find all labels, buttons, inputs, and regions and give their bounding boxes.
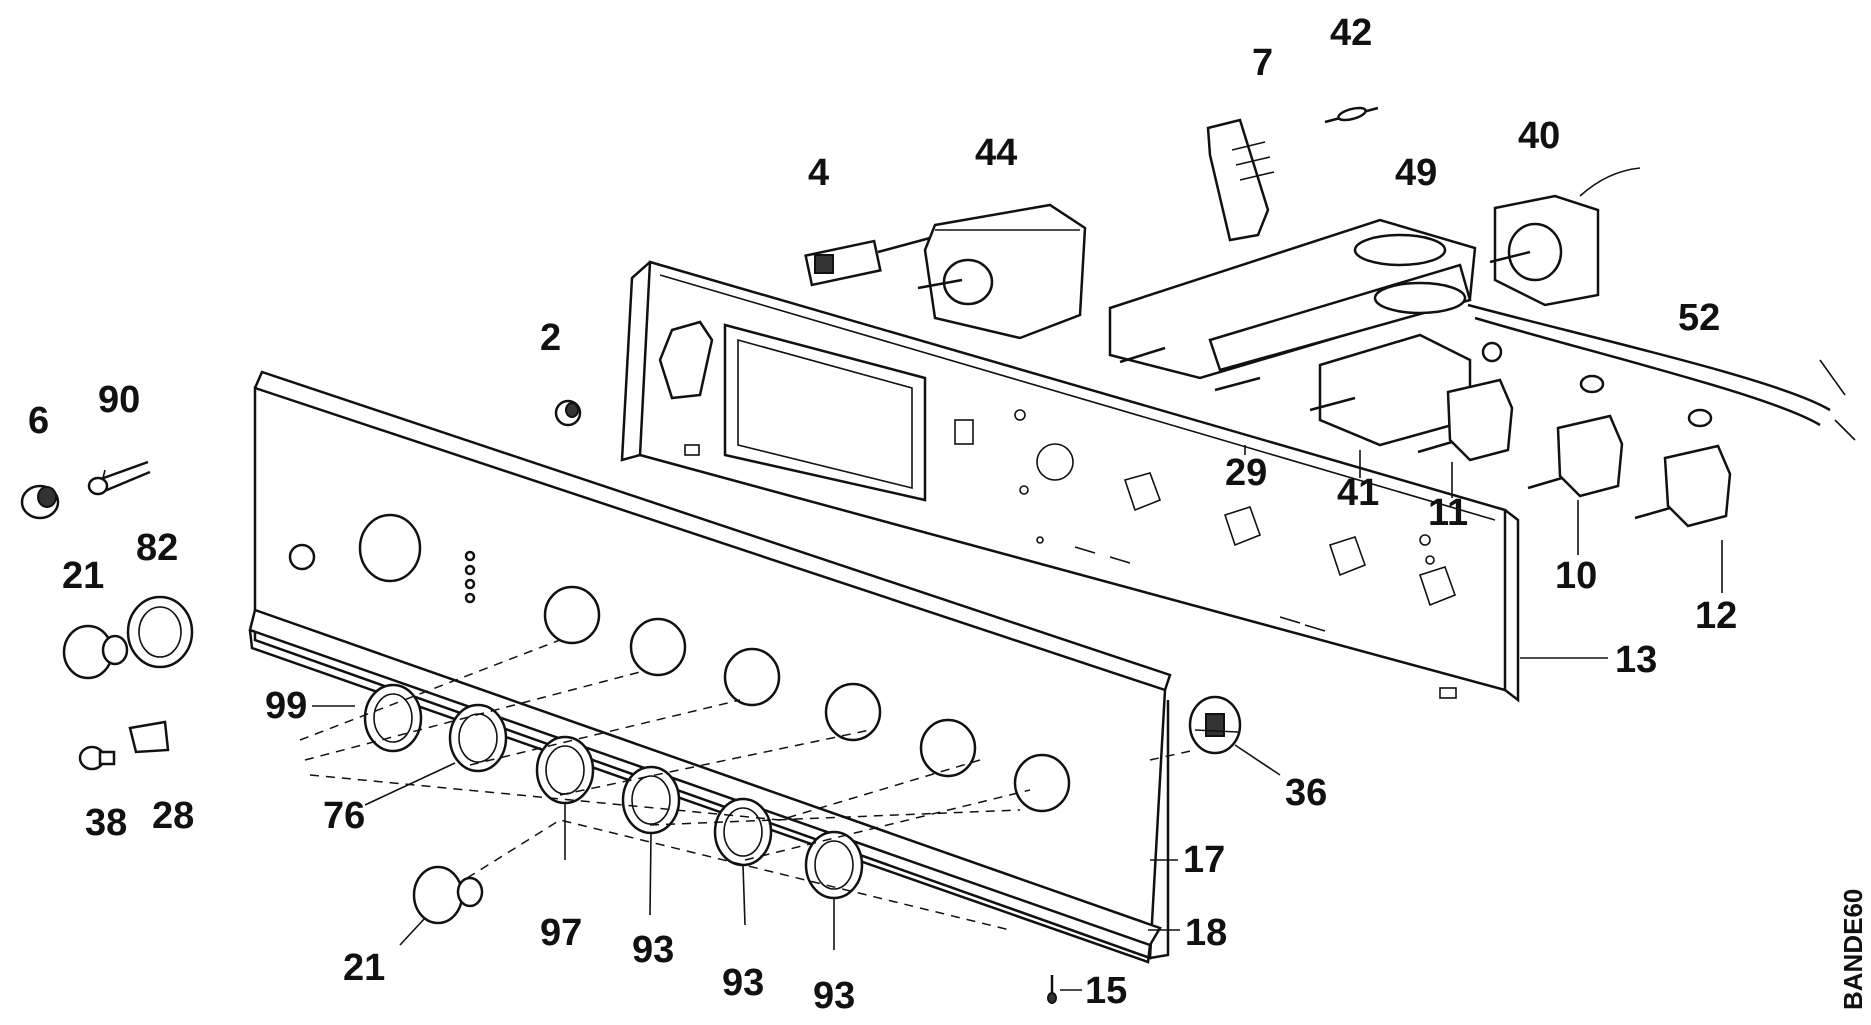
label-p93a: 93 [632, 929, 674, 971]
label-p29: 29 [1225, 452, 1267, 494]
label-p49: 49 [1395, 152, 1437, 194]
label-p40: 40 [1518, 115, 1560, 157]
label-p6: 6 [28, 400, 49, 442]
label-p93c: 93 [813, 975, 855, 1017]
label-p82: 82 [136, 527, 178, 569]
side-code: BANDE60 [1838, 889, 1868, 1010]
label-p42: 42 [1330, 12, 1372, 54]
label-p52: 52 [1678, 297, 1720, 339]
alignment-lines [299, 639, 1196, 931]
label-p2: 2 [540, 317, 561, 359]
label-p18: 18 [1185, 912, 1227, 954]
label-p28: 28 [152, 795, 194, 837]
label-p99: 99 [265, 685, 307, 727]
label-p13: 13 [1615, 639, 1657, 681]
label-p41: 41 [1337, 472, 1379, 514]
label-p90: 90 [98, 379, 140, 421]
label-p7: 7 [1252, 42, 1273, 84]
label-p21b: 21 [343, 947, 385, 989]
leader-lines [102, 445, 1723, 991]
label-p12: 12 [1695, 595, 1737, 637]
label-p36: 36 [1285, 772, 1327, 814]
label-p10: 10 [1555, 555, 1597, 597]
front-control-panel [253, 370, 1172, 960]
label-p21a: 21 [62, 555, 104, 597]
label-p11: 11 [1428, 492, 1468, 534]
label-p93b: 93 [722, 962, 764, 1004]
label-p97: 97 [540, 912, 582, 954]
label-p44: 44 [975, 132, 1017, 174]
rear-panel [620, 260, 1520, 703]
label-p4: 4 [808, 152, 829, 194]
part-labels: 6 90 21 82 38 28 99 76 21 97 93 93 93 2 … [28, 12, 1868, 1017]
label-p38: 38 [85, 802, 127, 844]
label-p17: 17 [1183, 839, 1225, 881]
label-p15: 15 [1085, 970, 1127, 1012]
upper-components [804, 106, 1856, 1004]
bottom-trim-strip [248, 608, 1162, 964]
label-p76: 76 [323, 795, 365, 837]
left-small-parts [20, 399, 582, 925]
